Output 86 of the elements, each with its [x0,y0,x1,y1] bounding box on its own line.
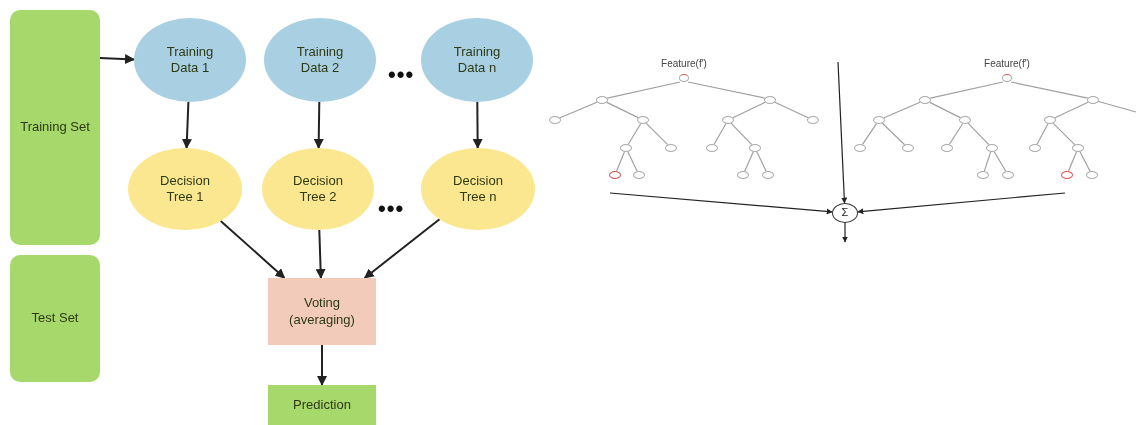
arrow [609,192,833,215]
tree-node [941,144,953,152]
tree-node [1087,96,1099,104]
tree-branch [1068,151,1077,172]
tree-node [977,171,989,179]
tree-branch [948,123,964,145]
tree-node [807,116,819,124]
data-ellipse: Training Data 2 [264,18,376,102]
tree-node [1086,171,1098,179]
tree-node [1002,171,1014,179]
tree-branch [645,122,669,146]
feature-label: Feature(f') [984,58,1030,70]
set-panel: Training Set [10,10,100,245]
tree-node [706,144,718,152]
feature-label: Feature(f') [661,58,707,70]
tree-node [665,144,677,152]
voting-box: Voting (averaging) [268,278,376,345]
tree-branch [606,101,639,119]
arrow [837,61,848,204]
tree-branch [983,151,992,172]
tree-node [1044,116,1056,124]
tree-branch [881,122,906,146]
tree-node [919,96,931,104]
tree-branch [744,151,754,172]
tree-node [633,171,645,179]
tree-branch [1079,151,1091,172]
tree-branch [756,151,767,172]
tree-branch [732,101,766,119]
tree-branch [967,122,990,146]
tree-branch [713,123,727,145]
tree-branch [606,81,681,99]
tree-branch [929,101,961,119]
arrow [363,218,441,279]
prediction-box: Prediction [268,385,376,425]
tree-branch [993,151,1007,172]
ellipsis-mark: ••• [378,196,405,222]
tree-branch [1036,123,1049,145]
arrow [842,222,848,243]
arrow [857,192,1066,215]
sum-node: Σ [832,203,858,223]
tree-node [873,116,885,124]
tree-ellipse: Decision Tree 2 [262,148,374,230]
arrow [317,344,327,386]
tree-node [609,171,621,179]
tree-node [764,96,776,104]
tree-branch [559,101,598,119]
tree-branch [774,101,809,119]
tree-node [1072,144,1084,152]
tree-branch [616,151,625,172]
tree-node [1061,171,1073,179]
tree-node [596,96,608,104]
tree-branch [627,151,638,172]
arrow [313,101,324,149]
tree-node [620,144,632,152]
arrow [472,101,483,149]
tree-branch [1054,101,1089,119]
tree-node [902,144,914,152]
tree-node [549,116,561,124]
tree-branch [929,81,1004,99]
tree-branch [687,81,766,99]
tree-branch [1010,81,1089,99]
arrow [99,54,135,65]
tree-branch [1097,100,1137,113]
arrow [219,219,286,279]
tree-node [749,144,761,152]
tree-node [762,171,774,179]
tree-branch [883,101,921,119]
tree-node [722,116,734,124]
set-panel: Test Set [10,255,100,382]
tree-ellipse: Decision Tree 1 [128,148,242,230]
tree-node [1029,144,1041,152]
tree-branch [627,123,642,145]
tree-node [737,171,749,179]
tree-ellipse: Decision Tree n [421,148,535,230]
tree-branch [730,122,753,146]
tree-node [986,144,998,152]
tree-branch [861,123,878,145]
data-ellipse: Training Data 1 [134,18,246,102]
data-ellipse: Training Data n [421,18,533,102]
tree-branch [1052,122,1076,146]
tree-node [637,116,649,124]
arrow [315,229,326,279]
tree-node [959,116,971,124]
tree-node [854,144,866,152]
arrow [181,101,192,149]
ellipsis-mark: ••• [388,62,415,88]
